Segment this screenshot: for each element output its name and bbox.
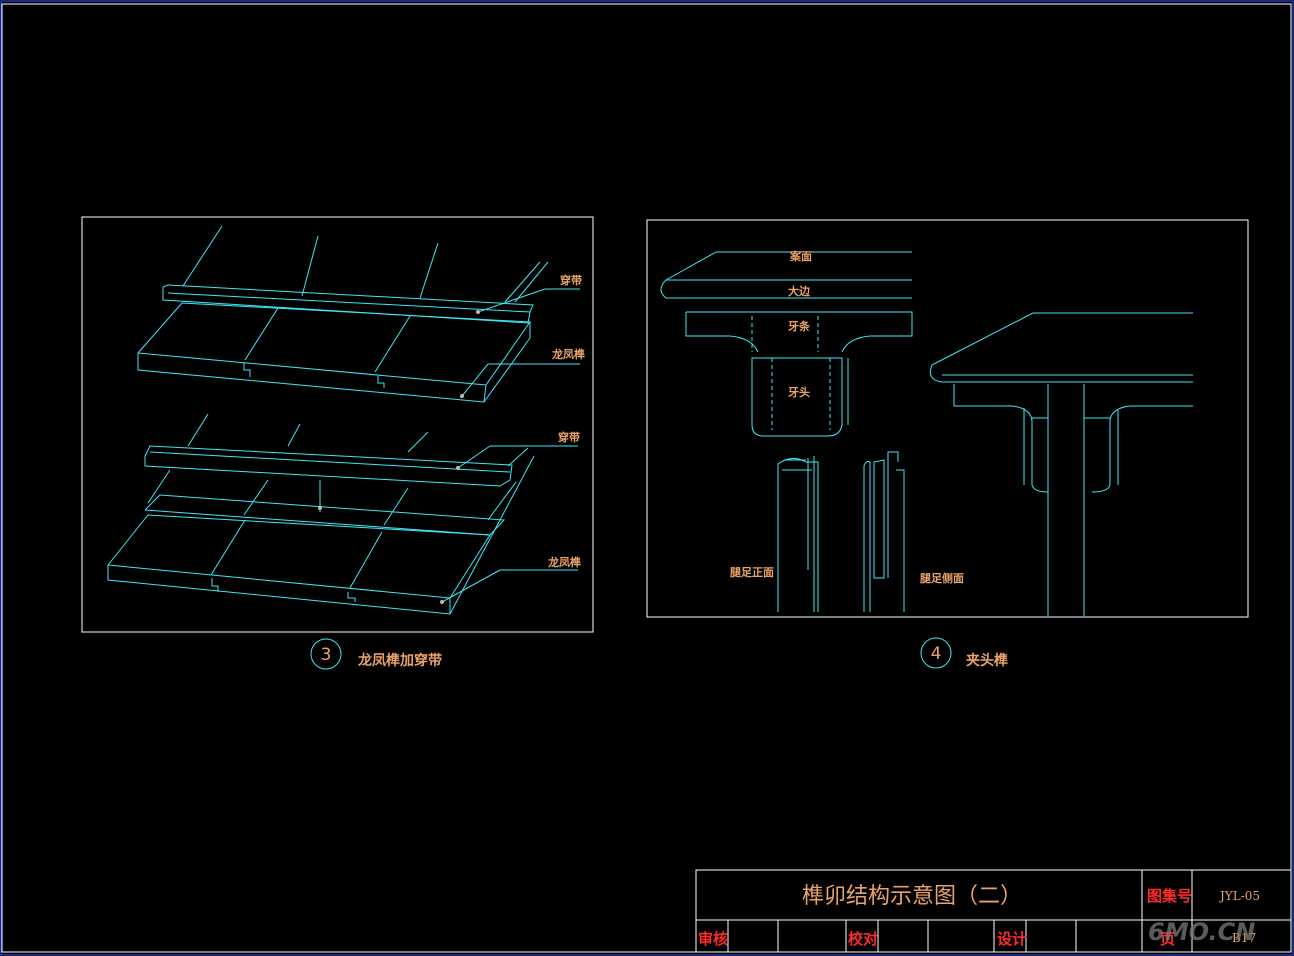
panel-4-number: 4	[931, 644, 942, 664]
check-label: 校对	[848, 930, 878, 948]
page-number: B17	[1232, 931, 1256, 945]
design-label: 设计	[997, 930, 1027, 948]
label-tabletop: 案面	[789, 249, 812, 263]
panel-3: 穿带 龙凤榫 穿带 龙凤榫	[81, 216, 594, 633]
panel-3-caption: 龙凤榫加穿带	[357, 652, 442, 669]
review-label: 审核	[698, 930, 728, 948]
panel-4: 案面 大边 牙条 牙头 腿足正面 腿足侧面	[646, 219, 1249, 618]
label-batten-bottom: 穿带	[558, 430, 580, 444]
label-board-bottom: 龙凤榫	[547, 555, 581, 569]
page-label: 页	[1160, 930, 1175, 948]
label-apron: 牙条	[788, 319, 811, 333]
watermark-logo: 6MO.CN	[1148, 918, 1255, 946]
panel-4-drawing	[660, 251, 1193, 616]
panel-3-number-circle	[310, 638, 342, 670]
panel-3-frame	[81, 216, 594, 633]
panel-3-number: 3	[321, 645, 332, 665]
label-leg-front: 腿足正面	[730, 566, 774, 579]
label-batten-top: 穿带	[560, 273, 582, 287]
panel-3-drawing	[107, 225, 580, 615]
label-board-top: 龙凤榫	[551, 347, 585, 361]
drawing-title: 榫卯结构示意图（二）	[802, 884, 1022, 909]
drawing-border	[1, 3, 1292, 953]
atlas-number-value: JYL-05	[1218, 889, 1260, 903]
atlas-number-label: 图集号	[1147, 887, 1192, 905]
panel-4-caption: 夹头榫	[966, 652, 1008, 669]
title-block: 榫卯结构示意图（二） 图集号 JYL-05 审核 校对 设计 页 B17	[695, 869, 1292, 953]
panel-4-frame	[646, 219, 1249, 618]
label-edge: 大边	[788, 284, 811, 298]
panel-4-number-circle	[920, 637, 952, 669]
label-spandrel: 牙头	[788, 385, 810, 399]
label-leg-side: 腿足侧面	[920, 571, 964, 585]
